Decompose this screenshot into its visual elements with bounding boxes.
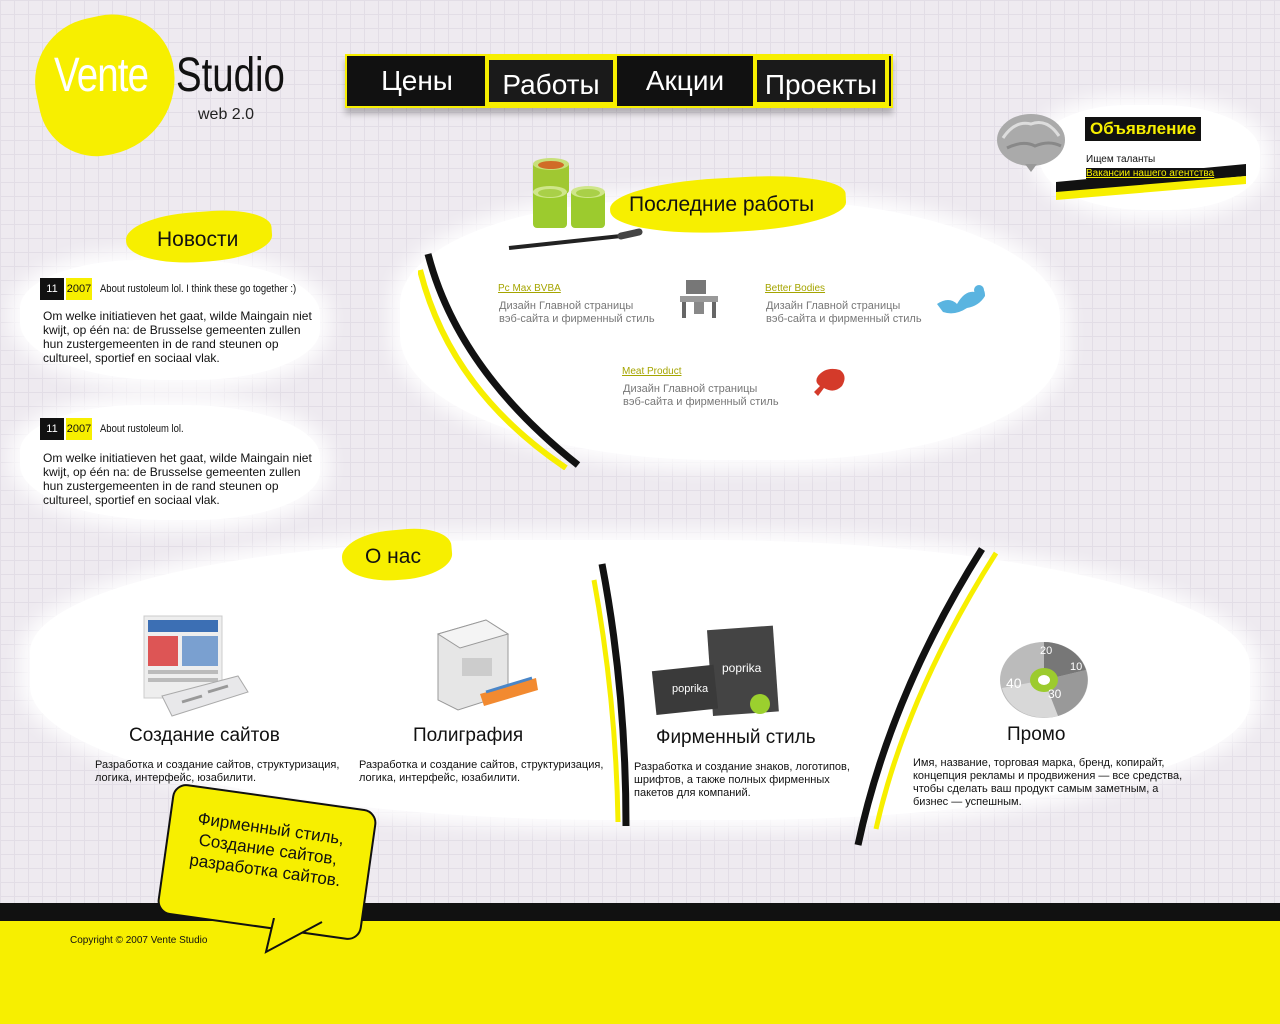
news-date-year: 2007 xyxy=(66,418,92,440)
work-link[interactable]: Better Bodies xyxy=(765,283,826,294)
svg-text:40: 40 xyxy=(1006,675,1022,691)
news-item-title[interactable]: About rustoleum lol. xyxy=(100,423,184,435)
website-icon xyxy=(143,615,249,717)
news-item-title[interactable]: About rustoleum lol. I think these go to… xyxy=(100,283,297,295)
news-date-day: 11 xyxy=(40,418,64,440)
works-cloud xyxy=(400,200,1060,460)
nav-item-works[interactable]: Работы xyxy=(485,56,617,106)
work-desc-line: Дизайн Главной страницы xyxy=(499,300,634,312)
logo-word-vente[interactable]: Vente xyxy=(54,49,149,102)
paint-buckets-icon xyxy=(508,158,643,250)
service-title[interactable]: Промо xyxy=(1007,724,1066,745)
brain-icon xyxy=(997,114,1065,172)
figure-icon xyxy=(937,285,985,314)
svg-text:20: 20 xyxy=(1040,645,1052,657)
announcement-text: Ищем таланты xyxy=(1086,154,1156,165)
svg-text:10: 10 xyxy=(1070,661,1082,673)
news-date-day: 11 xyxy=(40,278,64,300)
service-title[interactable]: Фирменный стиль xyxy=(656,727,816,748)
service-desc: Разработка и создание сайтов, структуриз… xyxy=(95,759,340,784)
announcement-title: Объявление xyxy=(1085,117,1202,141)
news-item-body: Om welke initiatieven het gaat, wilde Ma… xyxy=(43,309,312,365)
nav-item-prices[interactable]: Цены xyxy=(381,65,453,96)
about-divider-right xyxy=(854,547,999,846)
footer-yellow-bar xyxy=(0,921,1280,1024)
main-nav: Цены Работы Акции Проекты xyxy=(345,54,893,108)
printer-icon xyxy=(436,619,538,711)
nav-item-projects[interactable]: Проекты xyxy=(753,56,889,106)
svg-text:poprika: poprika xyxy=(722,661,762,675)
announcement-link[interactable]: Вакансии нашего агентства xyxy=(1086,168,1215,179)
desk-icon xyxy=(680,280,718,318)
svg-text:poprika: poprika xyxy=(672,683,709,695)
disc-icon: 20 10 30 40 xyxy=(1000,642,1088,718)
news-title: Новости xyxy=(157,228,239,251)
about-title: О нас xyxy=(365,545,421,568)
svg-text:30: 30 xyxy=(1048,687,1062,701)
news-item-body: Om welke initiatieven het gaat, wilde Ma… xyxy=(43,451,312,507)
work-link[interactable]: Pc Max BVBA xyxy=(498,283,561,294)
logo-tagline: web 2.0 xyxy=(198,106,255,123)
logo-word-studio[interactable]: Studio xyxy=(176,49,285,102)
work-desc-line: вэб-сайта и фирменный стиль xyxy=(623,396,779,408)
work-desc-line: вэб-сайта и фирменный стиль xyxy=(499,313,655,325)
service-title[interactable]: Полиграфия xyxy=(413,725,524,746)
work-desc-line: Дизайн Главной страницы xyxy=(766,300,901,312)
work-desc-line: вэб-сайта и фирменный стиль xyxy=(766,313,922,325)
service-title[interactable]: Создание сайтов xyxy=(129,725,280,746)
works-title: Последние работы xyxy=(629,193,815,216)
service-desc: Разработка и создание сайтов, структуриз… xyxy=(359,759,604,784)
meat-icon xyxy=(814,368,845,396)
work-link[interactable]: Meat Product xyxy=(622,366,682,377)
nav-item-promos[interactable]: Акции xyxy=(645,65,725,96)
copyright: Copyright © 2007 Vente Studio xyxy=(70,935,208,946)
works-divider-stripe xyxy=(418,253,581,470)
service-desc: Разработка и создание знаков, логотипов,… xyxy=(634,761,850,799)
work-desc-line: Дизайн Главной страницы xyxy=(623,383,758,395)
speech-bubble-tail xyxy=(264,918,323,954)
about-divider-left xyxy=(591,563,630,827)
branding-icon: poprika poprika xyxy=(651,625,779,716)
service-desc: Имя, название, торговая марка, бренд, ко… xyxy=(913,757,1183,808)
news-date-year: 2007 xyxy=(66,278,92,300)
